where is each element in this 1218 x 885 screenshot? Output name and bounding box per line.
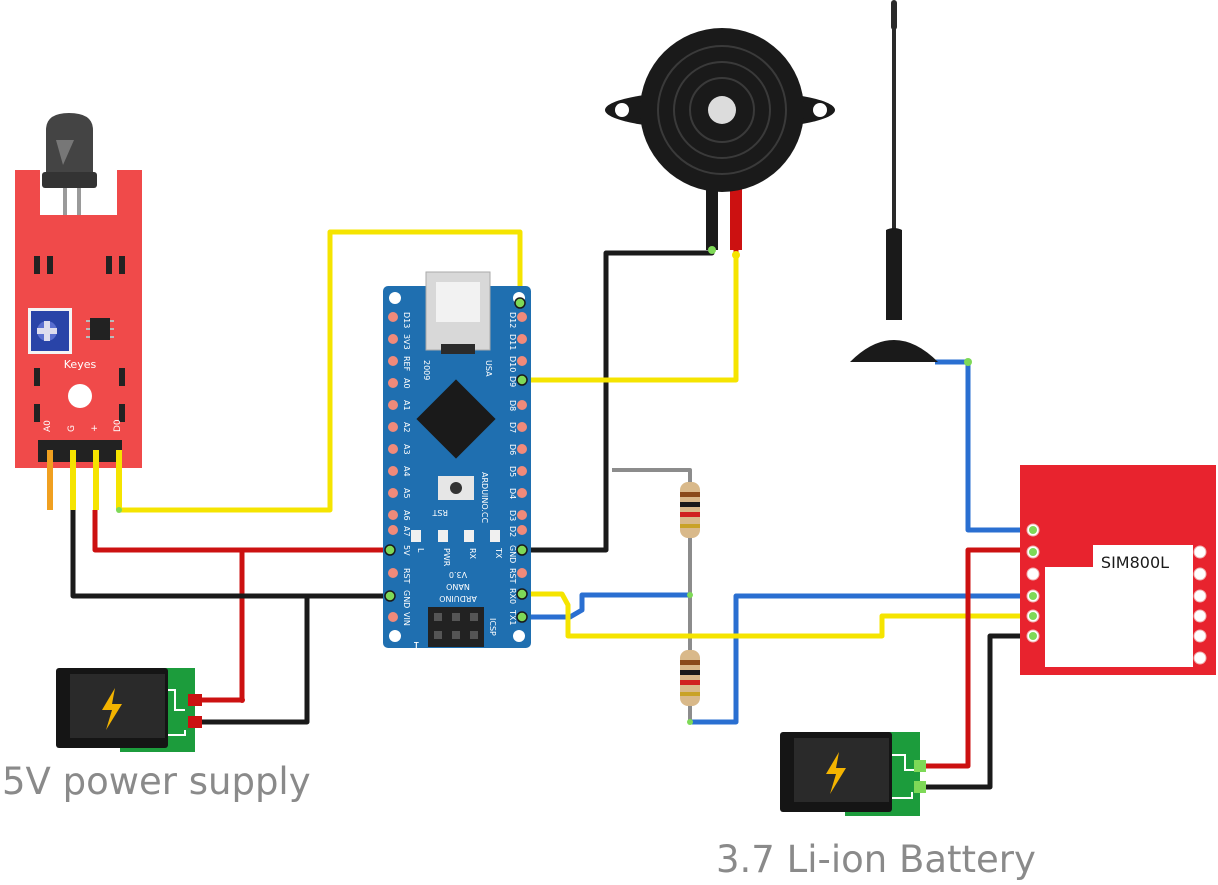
nano-pin-label: D2: [508, 526, 517, 537]
pin-gnd-right-connected: [516, 544, 528, 556]
comparator-ic: [90, 318, 110, 340]
pin-rx-connected: [516, 588, 528, 600]
lightning-icon: [826, 752, 846, 794]
nano-arduino-cc-label: ARDUINO.CC: [480, 472, 489, 523]
nano-led-label: TX: [494, 547, 503, 559]
resistor-bottom: [680, 650, 700, 706]
nano-pin-label: VIN: [402, 612, 411, 626]
wire-5v: [92, 510, 390, 553]
nano-pin-label: A7: [402, 526, 411, 537]
wire-gnd: [70, 510, 390, 599]
nano-led-label: PWR: [442, 548, 451, 567]
nano-usa-label: USA: [484, 360, 493, 377]
nano-rst-label: RST: [432, 508, 448, 517]
wires: [70, 200, 1030, 790]
wire-antenna: [935, 359, 1030, 533]
nano-pin-label: RST: [508, 568, 517, 584]
nano-pin-label: A2: [402, 422, 411, 433]
mounting-hole: [68, 384, 92, 408]
nano-pin-label: A6: [402, 510, 411, 521]
nano-year-label: 2009: [422, 360, 431, 380]
pin-tx-connected: [516, 611, 528, 623]
nano-led-label: L: [416, 548, 425, 553]
nano-pin-label: 5V: [402, 545, 411, 556]
nano-pin-label: D12: [508, 312, 517, 328]
nano-pin-label: D13: [402, 312, 411, 328]
nano-pin-label: A0: [402, 378, 411, 389]
pin-gnd-connected: [384, 590, 396, 602]
nano-pin-label: D5: [508, 466, 517, 477]
nano-pin-label: D10: [508, 356, 517, 372]
nano-version-label: V3.0: [449, 570, 467, 579]
nano-pin-label: GND: [402, 590, 411, 608]
nano-pin-label: A4: [402, 466, 411, 477]
nano-name-label: NANO: [446, 582, 470, 591]
nano-pin-label: A5: [402, 488, 411, 499]
wire-battery-minus: [925, 633, 1030, 790]
resistor-top: [680, 482, 700, 538]
piezo-buzzer: [605, 28, 835, 259]
nano-led-label: RX: [468, 548, 477, 560]
sensor-pin-label-a0: A0: [43, 420, 53, 432]
sensor-board: [15, 170, 142, 468]
pin-5v-connected: [384, 544, 396, 556]
sim800l-module: SIM800L: [1020, 465, 1216, 675]
antenna-base: [850, 340, 938, 362]
nano-pin-label: D9: [508, 376, 517, 387]
nano-pin-label: RST: [402, 568, 411, 584]
nano-pin-label: RX0: [508, 588, 517, 604]
wire-tx: [522, 591, 1030, 639]
nano-pin-label: D4: [508, 488, 517, 499]
flame-sensor-module: Keyes A0 G + D0: [15, 113, 142, 510]
nano-pin-label: D7: [508, 422, 517, 433]
wire-rx: [522, 592, 690, 620]
gsm-module-label: SIM800L: [1101, 553, 1169, 572]
sensor-header: [38, 440, 122, 462]
nano-pin1-label: 1: [413, 639, 420, 652]
nano-pin-label: D8: [508, 400, 517, 411]
nano-pin-label: D11: [508, 334, 517, 350]
nano-pin-label: A3: [402, 444, 411, 455]
antenna: [850, 0, 972, 366]
power-jack-5v: [56, 668, 202, 752]
lightning-icon: [102, 688, 122, 730]
pin-d9-connected: [516, 374, 528, 386]
sensor-pin-label-d0: D0: [113, 419, 123, 432]
wire-d0-to-d12: [119, 229, 523, 513]
nano-brand-label: ARDUINO: [439, 594, 477, 603]
nano-pin-label: A1: [402, 400, 411, 411]
battery-jack: [780, 732, 926, 816]
nano-icsp-label: ICSP: [488, 618, 497, 636]
arduino-nano: D13 3V3 REF A0 A1 A2 A3 A4 A5 A6 A7 5V R…: [383, 271, 531, 652]
sensor-brand-label: Keyes: [64, 358, 97, 371]
nano-board: [383, 286, 531, 648]
nano-pin-label: GND: [508, 545, 517, 563]
sensor-pin-label-plus: +: [90, 424, 100, 432]
pin-d12-connected: [514, 297, 526, 309]
nano-pin-label: D3: [508, 510, 517, 521]
wire-battery-plus: [925, 547, 1030, 769]
power-supply-caption: 5V power supply: [2, 760, 311, 803]
nano-pin-label: 3V3: [402, 334, 411, 350]
nano-pin-label: D6: [508, 444, 517, 455]
battery-caption: 3.7 Li-ion Battery: [716, 838, 1036, 881]
microcontroller-chip: [416, 379, 496, 459]
nano-pin-label: REF: [402, 356, 411, 372]
antenna-spring: [886, 228, 902, 320]
nano-pin-label: TX1: [508, 609, 517, 625]
sensor-pin-label-g: G: [67, 425, 77, 432]
wire-d9-to-buzzer: [522, 255, 739, 383]
